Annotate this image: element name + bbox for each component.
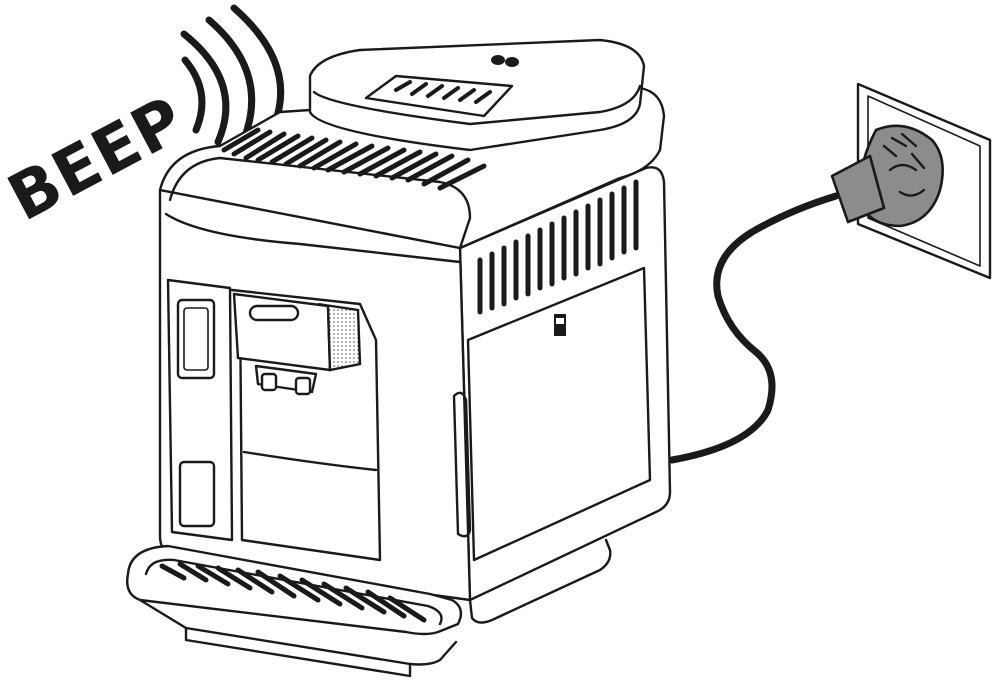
coffee-machine (126, 38, 672, 678)
brand-logo-icon (491, 55, 519, 67)
power-plug-icon (830, 124, 944, 228)
machine-base (468, 538, 612, 624)
bean-hopper-lid (308, 38, 646, 152)
power-cord (668, 192, 840, 464)
water-max-marker-icon (554, 314, 566, 336)
water-tank (452, 266, 652, 562)
top-vent-grille (221, 127, 487, 191)
coffee-spout (230, 288, 382, 562)
drip-tray (126, 544, 463, 678)
front-control-panel (166, 278, 234, 542)
side-vent-grille (477, 179, 639, 315)
